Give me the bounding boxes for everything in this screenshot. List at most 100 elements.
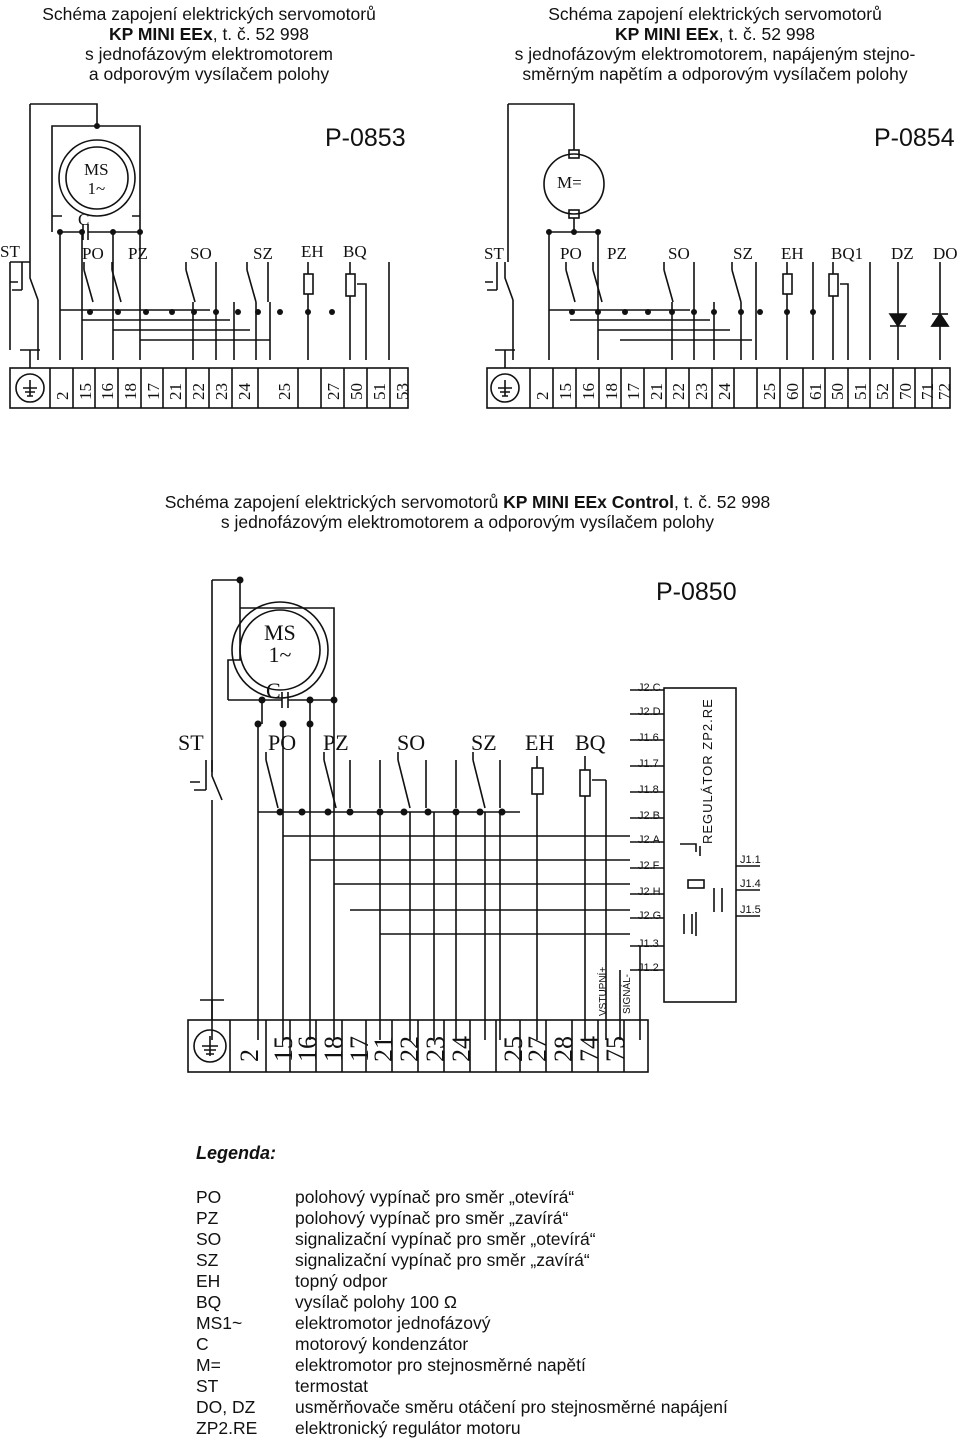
switch-label-po: PO [560, 244, 582, 263]
terminal-51: 51 [851, 383, 870, 400]
legend-desc: elektromotor pro stejnosměrné napětí [295, 1355, 586, 1375]
terminal-2: 2 [533, 391, 552, 401]
motor-phase: 1~ [268, 642, 292, 667]
terminal-61: 61 [806, 383, 825, 400]
terminal-50: 50 [347, 383, 366, 400]
switch-label-sz: SZ [253, 244, 273, 263]
switch-label-po: PO [82, 244, 104, 263]
switch-label-bq: BQ [343, 242, 367, 261]
j-label-j1-4: J1.4 [740, 878, 761, 890]
terminal-25: 25 [275, 383, 294, 400]
legend-key: M= [196, 1355, 221, 1375]
switch-label-eh: EH [525, 730, 555, 755]
legend-desc: usměrňovače směru otáčení pro stejnosměr… [295, 1397, 728, 1417]
terminal-24: 24 [447, 1036, 476, 1062]
j-label-j2-b: J2.B [638, 810, 661, 822]
j-label-j1-7: J1.7 [638, 758, 659, 770]
switch-label-do: DO [933, 244, 958, 263]
diagram-1-title-line3: s jednofázovým elektromotorem [84, 44, 334, 64]
diagram-3-code: P-0850 [656, 578, 737, 606]
legend-key: C [196, 1334, 209, 1354]
terminal-52: 52 [873, 383, 892, 400]
legend-title: Legenda: [196, 1143, 277, 1163]
legend-desc: elektromotor jednofázový [295, 1313, 491, 1333]
legend-key: ZP2.RE [196, 1418, 258, 1438]
diagram-1-capacitor-label: C [78, 210, 90, 229]
j-label-j2-d: J2.D [638, 706, 661, 718]
diagram-2-title: Schéma zapojení elektrických servomotorů… [470, 4, 960, 84]
legend-key: DO, DZ [196, 1397, 256, 1417]
terminal-21: 21 [166, 383, 185, 400]
legend-desc: signalizační vypínač pro směr „zavírá“ [295, 1250, 590, 1270]
diagram-2-motor-label: M= [557, 173, 582, 192]
switch-label-bq: BQ [575, 730, 606, 755]
legend-key: SO [196, 1229, 222, 1249]
j-label-j2-g: J2.G [638, 910, 662, 922]
switch-label-so: SO [190, 244, 212, 263]
j-label-j1-3: J1.3 [638, 938, 659, 950]
legend-desc: motorový kondenzátor [295, 1334, 469, 1354]
terminal-18: 18 [121, 383, 140, 400]
j-label-j1-6: J1.6 [638, 732, 659, 744]
switch-label-sz: SZ [733, 244, 753, 263]
legend-desc: termostat [295, 1376, 368, 1396]
switch-label-pz: PZ [323, 730, 349, 755]
diagram-1-title-line4: a odporovým vysílačem polohy [88, 64, 330, 84]
terminal-53: 53 [393, 383, 412, 400]
diagram-3-title-line1: Schéma zapojení elektrických servomotorů… [164, 492, 771, 512]
diagram-2-code: P-0854 [874, 124, 955, 152]
legend-row: DO, DZ usměrňovače směru otáčení pro stej… [196, 1397, 728, 1418]
terminal-22: 22 [669, 383, 688, 400]
terminal-23: 23 [212, 383, 231, 400]
terminal-16: 16 [98, 383, 117, 400]
legend-desc: signalizační vypínač pro směr „otevírá“ [295, 1229, 596, 1249]
j-label-j1-2: J1.2 [638, 962, 659, 974]
terminal-22: 22 [189, 383, 208, 400]
terminal-24: 24 [715, 383, 734, 400]
legend-key: SZ [196, 1250, 219, 1270]
signal-label: SIGNÁL- [622, 973, 633, 1014]
legend-key: ST [196, 1376, 219, 1396]
terminal-23: 23 [692, 383, 711, 400]
switch-label-bq1: BQ1 [831, 244, 864, 263]
j-label-j1-8: J1.8 [638, 784, 659, 796]
diagram-1-title-line1: Schéma zapojení elektrických servomotorů [42, 4, 376, 24]
terminal-60: 60 [783, 383, 802, 400]
legend-desc: polohový vypínač pro směr „zavírá“ [295, 1208, 569, 1228]
legend-desc: polohový vypínač pro směr „otevírá“ [295, 1187, 575, 1207]
switch-label-st: ST [178, 730, 204, 755]
terminal-16: 16 [579, 383, 598, 400]
legend-row: SO signalizační vypínač pro směr „otevírá… [196, 1229, 728, 1250]
terminal-51: 51 [370, 383, 389, 400]
j-label-j2-h: J2.H [638, 886, 661, 898]
terminal-17: 17 [624, 383, 643, 400]
legend-row: SZ signalizační vypínač pro směr „zavírá“ [196, 1250, 728, 1271]
switch-label-pz: PZ [607, 244, 627, 263]
legend-desc: vysílač polohy 100 Ω [295, 1292, 457, 1312]
terminal-50: 50 [828, 383, 847, 400]
j-label-j2-f: J2.F [638, 860, 660, 872]
terminal-72: 72 [935, 383, 954, 400]
legend-key: BQ [196, 1292, 222, 1312]
legend-row: MS1~elektromotor jednofázový [196, 1313, 728, 1334]
terminal-18: 18 [602, 383, 621, 400]
legend-row: ST termostat [196, 1376, 728, 1397]
terminal-15: 15 [76, 383, 95, 400]
vstupni-label: VSTUPNÍ+ [598, 966, 609, 1016]
diagram-3-title-line2: s jednofázovým elektromotorem a odporový… [220, 512, 715, 532]
terminal-27: 27 [324, 383, 343, 400]
switch-label-eh: EH [781, 244, 804, 263]
terminal-25: 25 [760, 383, 779, 400]
diagram-1-code: P-0853 [325, 124, 406, 152]
switch-label-eh: EH [301, 242, 324, 261]
legend-row: M= elektromotor pro stejnosměrné napětí [196, 1355, 728, 1376]
legend-row: BQ vysílač polohy 100 Ω [196, 1292, 728, 1313]
switch-label-st: ST [0, 242, 20, 261]
legend-desc: topný odpor [295, 1271, 388, 1291]
j-label-j2-c: J2.C [638, 682, 661, 694]
diagram-2-title-line3: s jednofázovým elektromotorem, napájeným… [514, 44, 916, 64]
